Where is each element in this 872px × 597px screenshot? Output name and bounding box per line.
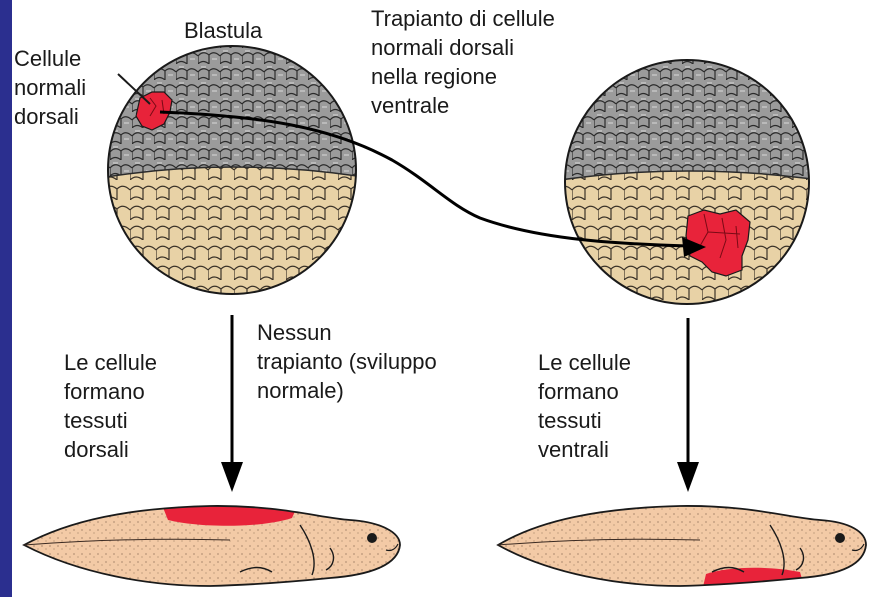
label-no-transplant: Nessun trapianto (sviluppo normale) <box>257 318 437 405</box>
tadpole-right <box>498 506 866 597</box>
label-donor-cells: Cellule normali dorsali <box>14 44 86 131</box>
blastula-left <box>100 40 370 310</box>
label-right-outcome: Le cellule formano tessuti ventrali <box>538 348 631 464</box>
down-arrow-left <box>221 315 243 492</box>
blastula-right <box>560 55 820 315</box>
label-blastula: Blastula <box>184 16 262 45</box>
label-transplant: Trapianto di cellule normali dorsali nel… <box>371 4 555 120</box>
label-left-outcome: Le cellule formano tessuti dorsali <box>64 348 157 464</box>
down-arrow-right <box>677 318 699 492</box>
tadpole-left <box>24 500 400 586</box>
